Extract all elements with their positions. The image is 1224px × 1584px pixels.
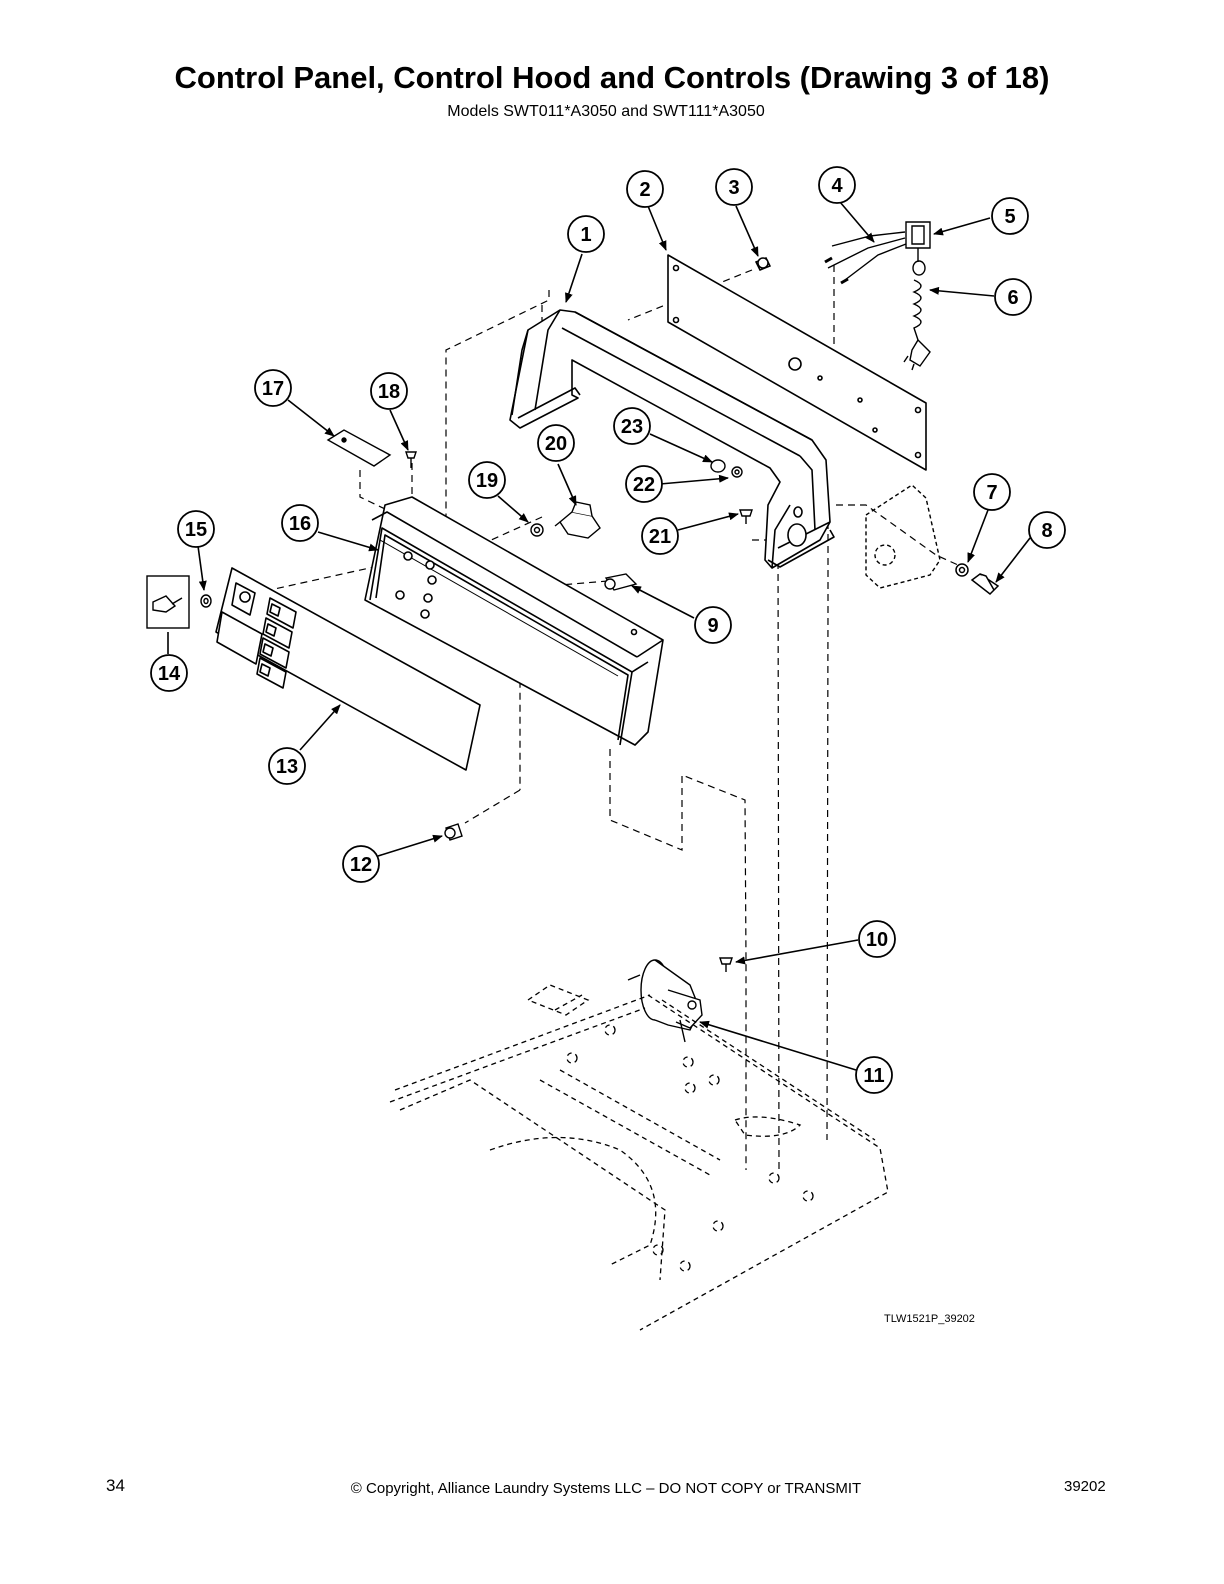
callout-11: 11 [855, 1056, 893, 1094]
svg-text:14: 14 [158, 663, 181, 685]
callout-23: 23 [613, 407, 651, 445]
callout-10: 10 [858, 920, 896, 958]
hood-gasket-part [865, 484, 941, 589]
svg-text:10: 10 [866, 929, 888, 951]
svg-text:11: 11 [863, 1065, 884, 1087]
back-panel-plate-part [667, 254, 927, 471]
callout-20: 20 [537, 424, 575, 462]
callout-15: 15 [177, 510, 215, 548]
callout-12: 12 [342, 845, 380, 883]
cabinet-top-outline [389, 984, 889, 1331]
svg-text:19: 19 [476, 470, 498, 492]
svg-text:20: 20 [545, 433, 567, 455]
svg-text:21: 21 [649, 526, 671, 548]
callout-9: 9 [694, 606, 732, 644]
callout-19: 19 [468, 461, 506, 499]
drawing-reference-code: TLW1521P_39202 [884, 1313, 975, 1325]
svg-text:15: 15 [185, 519, 207, 541]
svg-text:5: 5 [1004, 206, 1015, 228]
callout-leaders [167, 201, 1031, 1071]
callout-22: 22 [625, 465, 663, 503]
callout-5: 5 [991, 197, 1029, 235]
fastener-parts-21-23 [710, 459, 753, 524]
plug-part-12 [444, 823, 463, 841]
svg-text:9: 9 [707, 615, 718, 637]
screw-part-18 [405, 451, 417, 468]
label-part-17 [326, 429, 392, 467]
page-title: Control Panel, Control Hood and Controls… [174, 60, 1050, 95]
svg-text:2: 2 [639, 179, 650, 201]
callout-7: 7 [973, 473, 1011, 511]
svg-text:17: 17 [262, 378, 284, 400]
svg-text:8: 8 [1041, 520, 1052, 542]
callout-6: 6 [994, 278, 1032, 316]
callout-14: 14 [150, 654, 188, 692]
svg-text:1: 1 [580, 224, 591, 246]
control-console-part [364, 496, 664, 746]
callout-17: 17 [254, 369, 292, 407]
screw-part-3 [754, 257, 772, 271]
svg-text:6: 6 [1007, 287, 1018, 309]
svg-text:3: 3 [728, 177, 739, 199]
svg-text:12: 12 [350, 854, 372, 876]
callout-3: 3 [715, 168, 753, 206]
document-code: 39202 [1064, 1478, 1106, 1495]
knob-part-14 [146, 575, 212, 629]
svg-text:16: 16 [289, 513, 311, 535]
models-subtitle: Models SWT011*A3050 and SWT111*A3050 [447, 103, 765, 120]
callout-13: 13 [268, 747, 306, 785]
pressure-switch-part [627, 957, 733, 1043]
svg-text:13: 13 [276, 756, 298, 778]
svg-text:23: 23 [621, 416, 643, 438]
power-cord-assembly-part [824, 221, 931, 371]
callout-8: 8 [1028, 511, 1066, 549]
svg-text:7: 7 [986, 482, 997, 504]
svg-text:18: 18 [378, 381, 400, 403]
svg-text:4: 4 [831, 175, 843, 197]
page-number: 34 [106, 1476, 125, 1495]
copyright-notice: © Copyright, Alliance Laundry Systems LL… [350, 1480, 862, 1497]
switch-part [530, 501, 601, 539]
indicator-part-9 [604, 573, 638, 591]
control-hood-part [509, 309, 835, 569]
bolt-and-washer-part [955, 563, 1000, 595]
callout-2: 2 [626, 170, 664, 208]
svg-text:22: 22 [633, 474, 655, 496]
callout-18: 18 [370, 372, 408, 410]
callout-21: 21 [641, 517, 679, 555]
callout-16: 16 [281, 504, 319, 542]
callout-1: 1 [567, 215, 605, 253]
control-panel-overlay-part [215, 567, 481, 771]
callout-4: 4 [818, 166, 856, 204]
